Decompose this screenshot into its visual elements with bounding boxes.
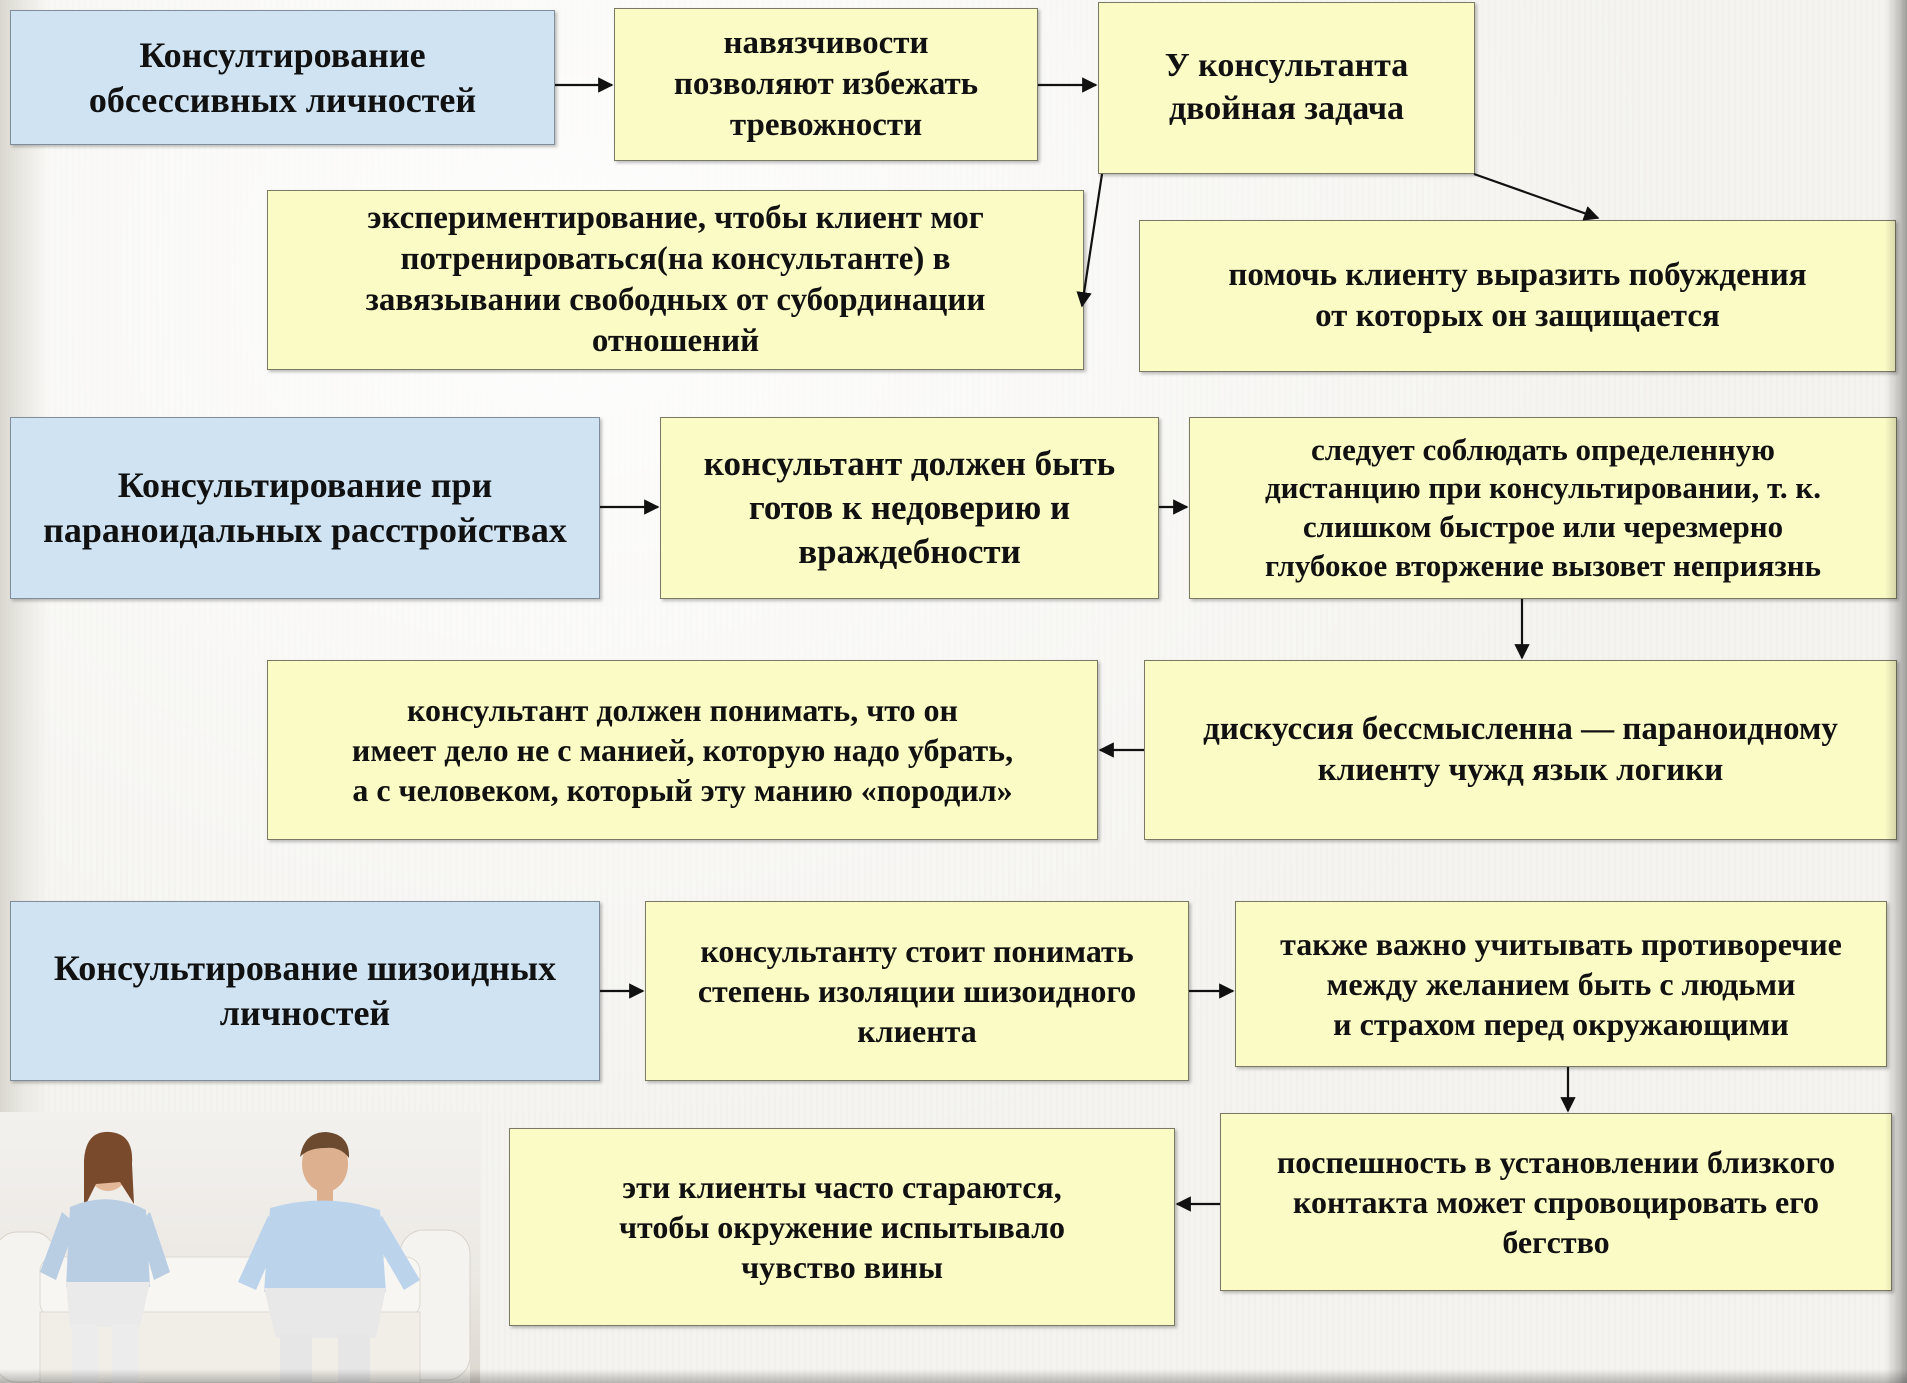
obsessive-step1-text: навязчивости позволяют избежать тревожно… [673, 24, 979, 144]
paranoid-step1-text: консультант должен быть готов к недовери… [703, 444, 1116, 571]
schizoid-step1-text: консультанту стоит понимать степень изол… [697, 933, 1137, 1049]
paranoid-step1-box: консультант должен быть готов к недовери… [660, 417, 1159, 599]
obsessive-task-right-text: помочь клиенту выразить побуждения от ко… [1228, 256, 1807, 334]
obsessive-step2-text: У консультанта двойная задача [1164, 47, 1409, 127]
schizoid-header-box: Консультирование шизоидных личностей [10, 901, 600, 1081]
obsessive-header-text: Консултирование обсессивных личностей [88, 34, 477, 120]
schizoid-step3-text: поспешность в установлении близкого конт… [1276, 1144, 1836, 1260]
slide-right-shadow [1885, 0, 1907, 1383]
paranoid-step2-box: следует соблюдать определенную дистанцию… [1189, 417, 1897, 599]
schizoid-step2-box: также важно учитывать противоречие между… [1235, 901, 1887, 1067]
paranoid-header-text: Консультирование при параноидальных расс… [43, 465, 567, 550]
schizoid-step1-box: консультанту стоит понимать степень изол… [645, 901, 1189, 1081]
arrow-obsessive-step2-to-task-right [1473, 172, 1600, 221]
paranoid-header-box: Консультирование при параноидальных расс… [10, 417, 600, 599]
couple-illustration [0, 1131, 471, 1383]
couple-on-sofa-photo [0, 1112, 480, 1383]
schizoid-step4-box: эти клиенты часто стараются, чтобы окруж… [509, 1128, 1175, 1326]
schizoid-header-text: Консультирование шизоидных личностей [53, 948, 557, 1033]
paranoid-step3-box: дискуссия бессмысленна — параноидному кл… [1144, 660, 1897, 840]
obsessive-header-box: Консултирование обсессивных личностей [10, 10, 555, 145]
paranoid-step4-text: консультант должен понимать, что он имее… [351, 692, 1014, 808]
paranoid-step2-text: следует соблюдать определенную дистанцию… [1264, 431, 1822, 583]
paranoid-step4-box: консультант должен понимать, что он имее… [267, 660, 1098, 840]
obsessive-task-left-box: экспериментирование, чтобы клиент мог по… [267, 190, 1084, 370]
paranoid-step3-text: дискуссия бессмысленна — параноидному кл… [1203, 710, 1838, 788]
obsessive-task-right-box: помочь клиенту выразить побуждения от ко… [1139, 220, 1896, 372]
arrow-obsessive-step2-to-task-left [1076, 173, 1104, 308]
schizoid-step3-box: поспешность в установлении близкого конт… [1220, 1113, 1892, 1291]
slide-bottom-shadow [0, 1369, 1907, 1383]
schizoid-step4-text: эти клиенты часто стараются, чтобы окруж… [618, 1169, 1066, 1285]
obsessive-step2-box: У консультанта двойная задача [1098, 2, 1475, 174]
obsessive-step1-box: навязчивости позволяют избежать тревожно… [614, 8, 1038, 161]
obsessive-task-left-text: экспериментирование, чтобы клиент мог по… [365, 199, 986, 360]
schizoid-step2-text: также важно учитывать противоречие между… [1280, 926, 1842, 1042]
